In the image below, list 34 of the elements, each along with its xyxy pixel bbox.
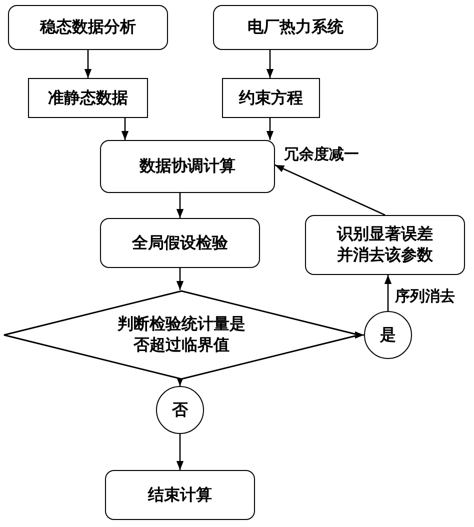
decision-circle xyxy=(156,386,204,434)
node-label: 判断检验统计量是否超过临界值 xyxy=(116,314,246,356)
node-label: 全局假设检验 xyxy=(132,232,228,254)
process-box xyxy=(100,218,260,268)
arrow xyxy=(384,275,392,311)
node-label: 否 xyxy=(172,400,188,420)
arrow xyxy=(266,118,274,140)
process-box xyxy=(100,140,275,193)
arrow xyxy=(84,50,92,78)
arrow xyxy=(176,434,184,470)
process-box xyxy=(305,215,465,275)
node-label: 数据协调计算 xyxy=(140,156,236,177)
arrow xyxy=(266,50,274,78)
edge-label: 冗余度减一 xyxy=(282,145,361,164)
node-label: 约束方程 xyxy=(239,88,303,108)
data-box xyxy=(28,78,148,118)
process-box xyxy=(8,5,168,50)
arrow xyxy=(176,376,184,386)
node-label: 稳态数据分析 xyxy=(40,17,136,38)
node-label: 是 xyxy=(380,324,396,346)
edge-label: 序列消去 xyxy=(393,287,457,306)
data-box xyxy=(222,78,320,118)
decision-circle xyxy=(364,311,412,359)
node-label: 结束计算 xyxy=(148,484,212,506)
process-box xyxy=(213,5,378,50)
arrow xyxy=(121,118,129,140)
arrow xyxy=(274,164,386,216)
arrow xyxy=(354,331,364,339)
node-label: 电厂热力系统 xyxy=(248,17,344,38)
node-label: 识别显著误差并消去该参数 xyxy=(336,224,434,266)
process-box xyxy=(105,470,255,520)
arrow xyxy=(176,193,184,218)
node-label: 准静态数据 xyxy=(48,88,128,108)
arrow xyxy=(176,268,184,290)
